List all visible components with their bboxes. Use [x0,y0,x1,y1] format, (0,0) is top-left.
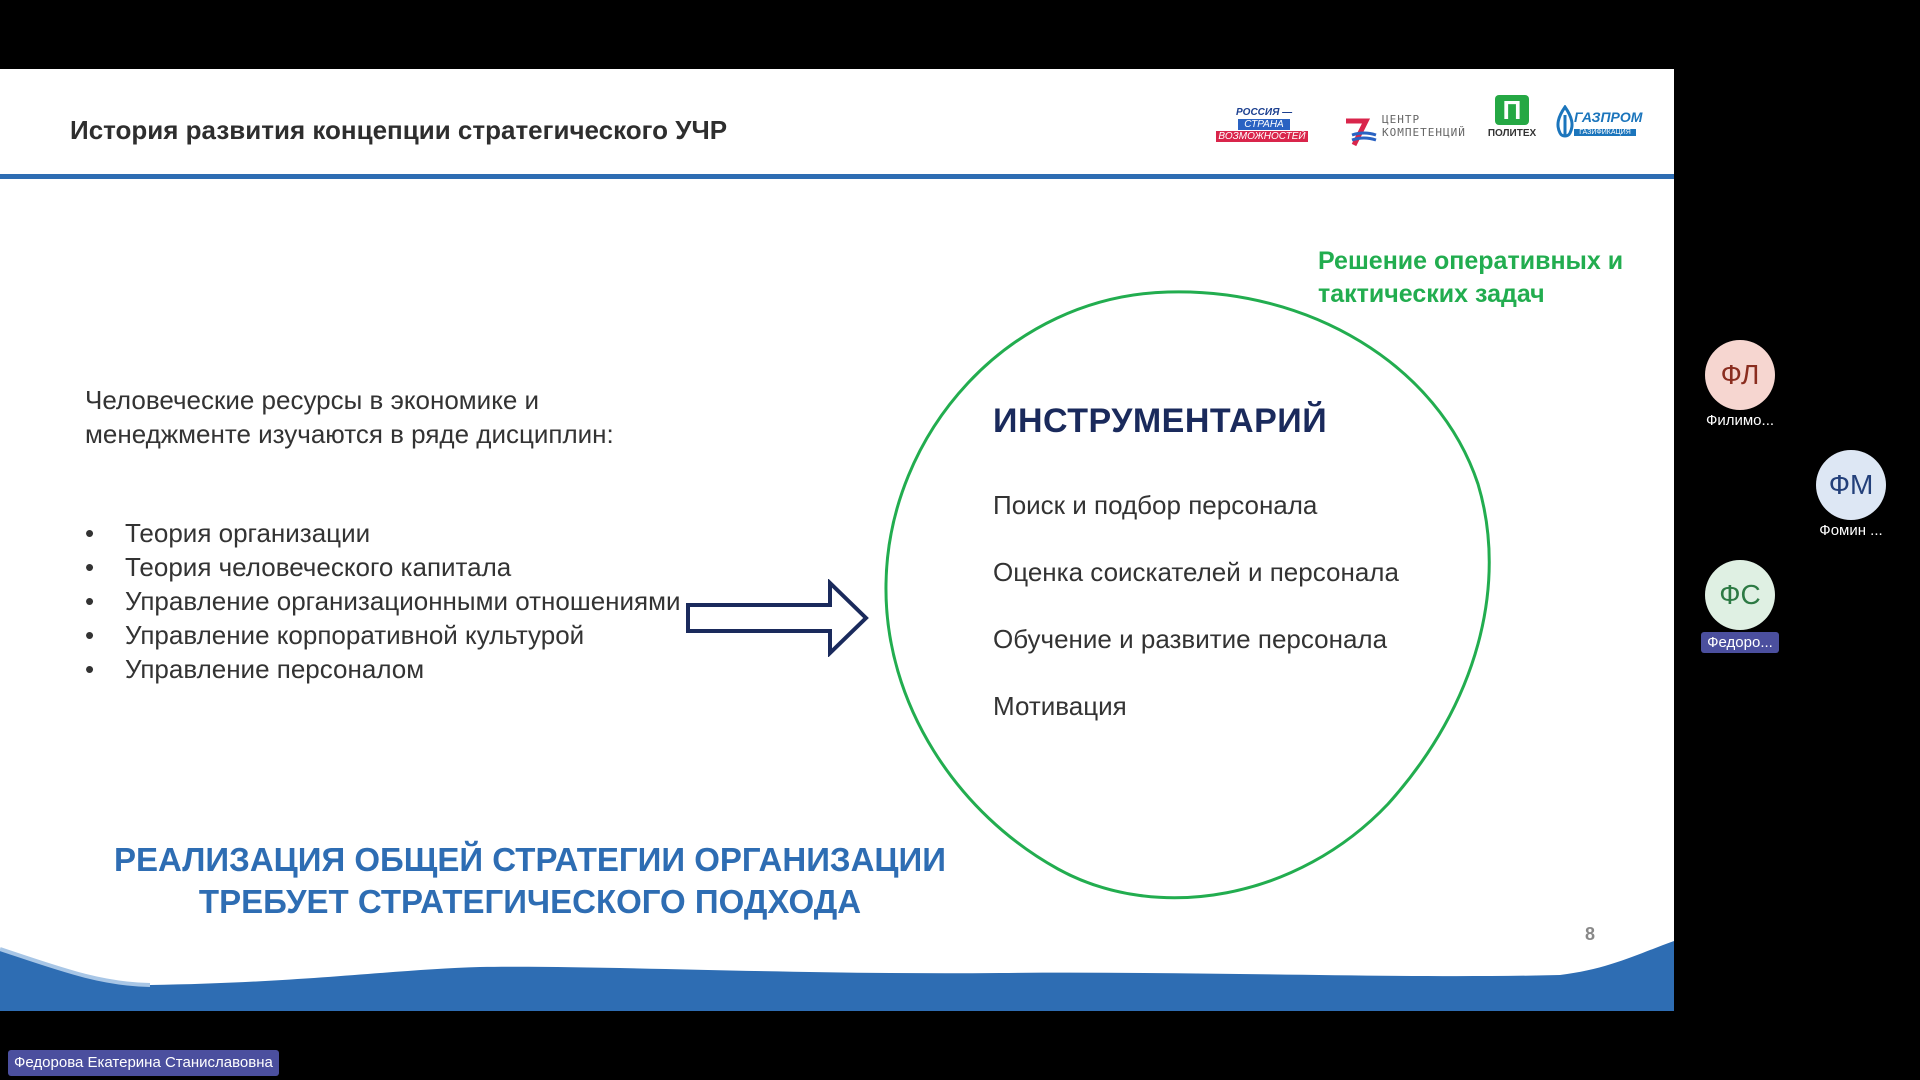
green-note: Решение оперативных и тактических задач [1318,247,1624,308]
participant-tile[interactable]: ФС Федоро... [1690,560,1790,653]
right-arrow-icon [686,579,869,657]
participant-name: Федоро... [1701,632,1779,653]
participant-tile[interactable]: ФЛ Филимо... [1690,340,1790,429]
tool-item: Мотивация [993,691,1127,721]
list-item: Управление организационными отношениями [85,584,705,618]
politeh-logo: П ПОЛИТЕХ [1487,95,1537,139]
active-speaker-label: Федорова Екатерина Станиславовна [8,1050,279,1076]
russia-logo: РОССИЯ — СТРАНА ВОЗМОЖНОСТЕЙ [1216,107,1312,142]
politeh-icon: П [1495,95,1529,125]
competence-center-logo: ЦЕНТР КОМПЕТЕНЦИЙ [1342,113,1472,149]
avatar: ФМ [1816,450,1886,520]
intro-text: Человеческие ресурсы в экономике и менед… [85,385,614,449]
list-item: Управление корпоративной культурой [85,618,705,652]
list-item: Теория человеческого капитала [85,550,705,584]
list-item: Теория организации [85,516,705,550]
tool-item: Оценка соискателей и персонала [993,557,1399,587]
tools-title: ИНСТРУМЕНТАРИЙ [993,402,1328,440]
avatar: ФЛ [1705,340,1775,410]
title-divider [0,174,1674,179]
tool-item: Поиск и подбор персонала [993,490,1318,520]
slogan: РЕАЛИЗАЦИЯ ОБЩЕЙ СТРАТЕГИИ ОРГАНИЗАЦИИ Т… [114,841,946,920]
participant-tile[interactable]: ФМ Фомин ... [1801,450,1901,539]
page-number: 8 [1585,924,1596,944]
discipline-list: Теория организации Теория человеческого … [85,516,705,686]
list-item: Управление персоналом [85,652,705,686]
gazprom-flame-icon [1556,104,1574,138]
partner-logos: РОССИЯ — СТРАНА ВОЗМОЖНОСТЕЙ ЦЕНТР КОМПЕ… [1210,95,1650,155]
slide-title: История развития концепции стратегическо… [70,115,728,145]
participant-name: Филимо... [1705,412,1775,429]
presentation-slide: История развития концепции стратегическо… [0,69,1674,1011]
competence-center-icon [1346,118,1377,147]
tools-ellipse [884,290,1491,900]
bottom-wave-decoration [0,941,1674,1011]
avatar: ФС [1705,560,1775,630]
gazprom-logo: ГАЗПРОМ ГАЗИФИКАЦИЯ [1554,104,1644,144]
tool-item: Обучение и развитие персонала [993,624,1388,654]
participant-name: Фомин ... [1819,522,1883,539]
